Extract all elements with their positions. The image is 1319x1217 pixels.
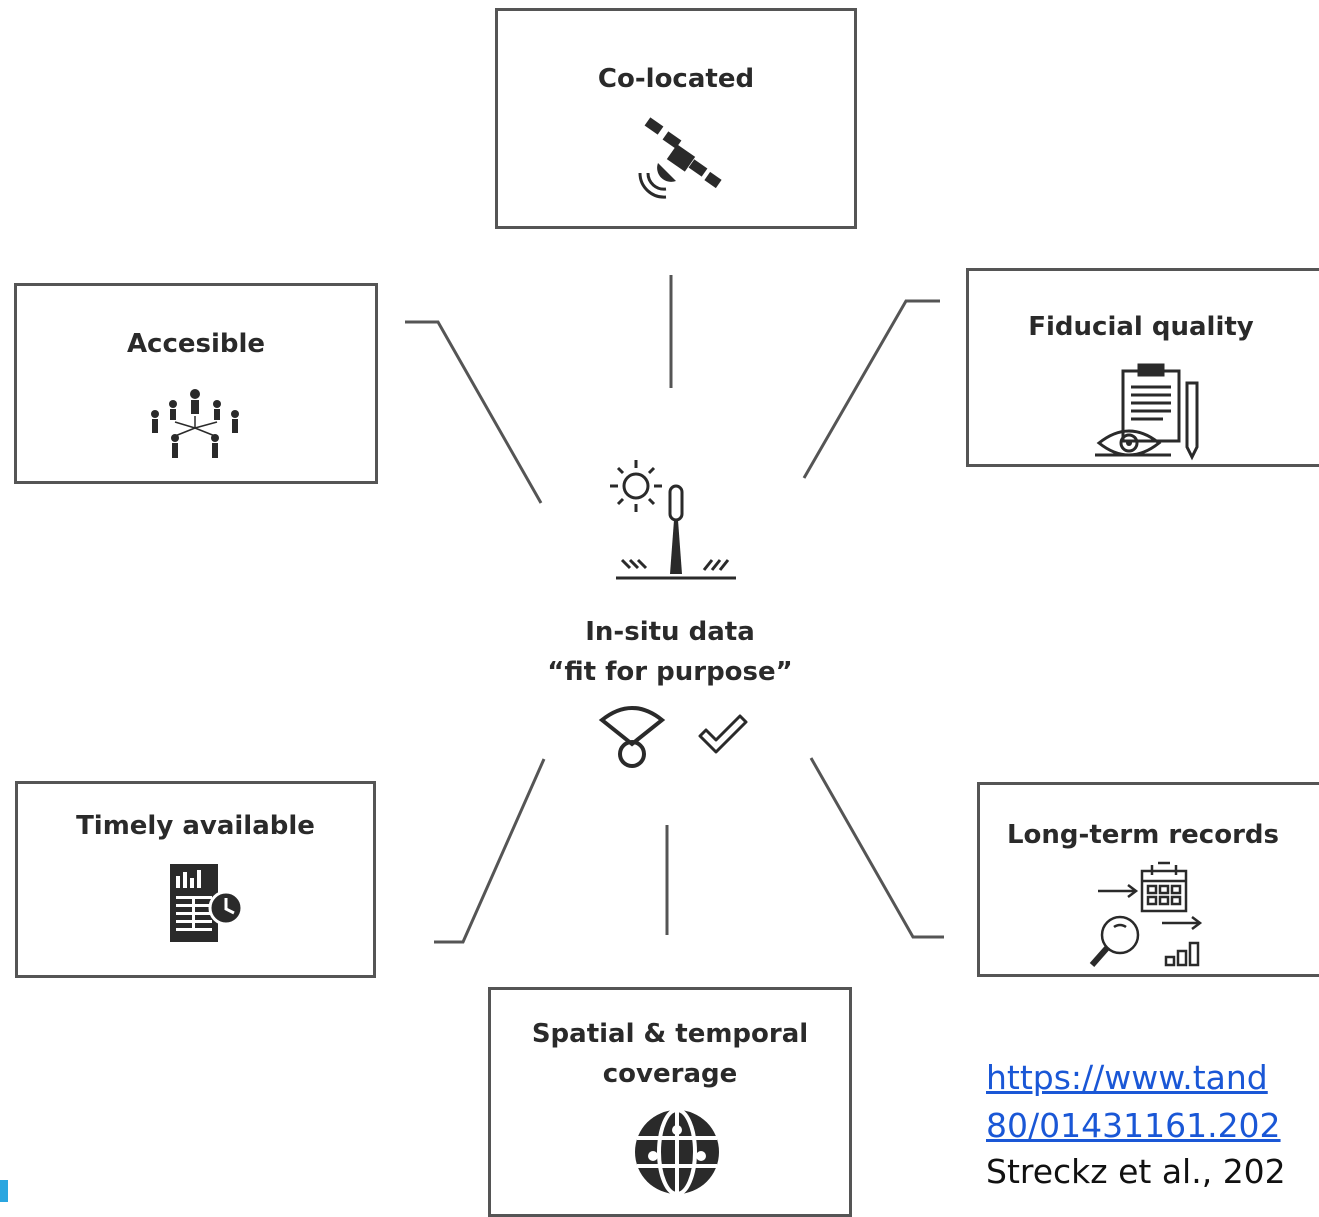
center-label-line1: In-situ data — [585, 617, 755, 647]
reference-link-line1[interactable]: https://www.tand — [986, 1058, 1268, 1097]
box-spatial-temporal-coverage: Spatial & temporal coverage — [488, 987, 852, 1217]
box-accesible-title: Accesible — [126, 329, 266, 359]
calendar-search-icon — [1089, 861, 1203, 967]
box-spatial-title-line2: coverage — [602, 1059, 738, 1089]
box-fiducial-quality: Fiducial quality — [966, 268, 1319, 467]
box-co-located-title: Co-located — [597, 64, 755, 94]
connector-upper-left — [405, 320, 543, 504]
satellite-icon — [638, 117, 722, 199]
box-fiducial-quality-title: Fiducial quality — [1028, 312, 1254, 342]
connector-lower-left — [434, 758, 546, 944]
clipboard-eye-icon — [1095, 363, 1199, 461]
box-long-term-records-title: Long-term records — [1006, 820, 1279, 850]
box-spatial-title-line1: Spatial & temporal — [531, 1019, 809, 1049]
connector-upper-right — [802, 299, 940, 479]
sun-sensor-icon — [610, 460, 736, 580]
box-timely-available-title: Timely available — [76, 811, 315, 841]
connector-lower-right — [809, 757, 944, 939]
box-timely-available: Timely available — [15, 781, 376, 978]
reference-citation: Streckz et al., 202 — [986, 1152, 1286, 1191]
slide-accent-mark — [0, 1180, 8, 1202]
center-label-line2: “fit for purpose” — [547, 657, 793, 687]
check-icon — [698, 714, 748, 754]
report-clock-icon — [170, 864, 244, 942]
globe-icon — [635, 1108, 719, 1196]
box-long-term-records: Long-term records — [977, 782, 1319, 977]
reference-link-line2[interactable]: 80/01431161.202 — [986, 1106, 1281, 1145]
people-network-icon — [151, 389, 239, 458]
box-co-located: Co-located — [495, 8, 857, 229]
wifi-icon — [598, 706, 666, 768]
box-accesible: Accesible — [14, 283, 378, 484]
